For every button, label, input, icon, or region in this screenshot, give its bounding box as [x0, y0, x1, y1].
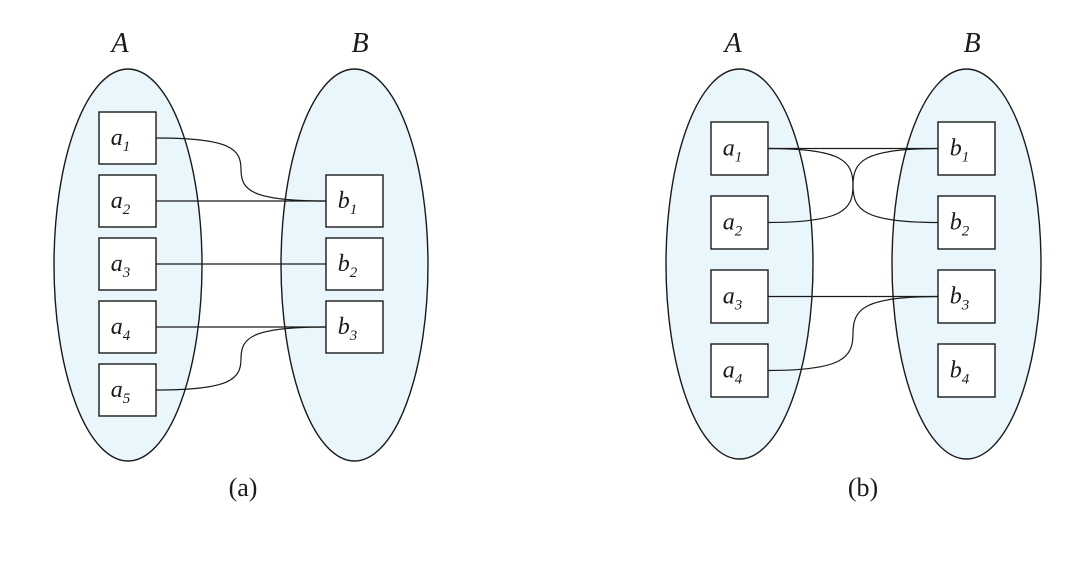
element-subscript: 3	[349, 328, 358, 344]
mapping-a4-b3	[767, 295, 939, 372]
element-a3: a3	[98, 237, 157, 291]
element-label: a2	[723, 210, 743, 240]
element-box	[325, 174, 384, 228]
element-base: a	[111, 377, 123, 403]
element-box	[937, 269, 996, 324]
element-subscript: 4	[735, 372, 743, 388]
element-box	[325, 237, 384, 291]
set-a-label: A	[722, 28, 742, 59]
element-b2: b2	[937, 195, 996, 250]
element-box	[325, 300, 384, 354]
element-base: a	[723, 136, 735, 162]
element-subscript: 1	[350, 202, 358, 218]
set-b-label: B	[351, 28, 368, 59]
element-subscript: 1	[123, 139, 131, 155]
element-base: a	[723, 210, 735, 236]
panel-caption: (b)	[848, 473, 878, 502]
element-box	[937, 121, 996, 176]
element-subscript: 1	[962, 150, 970, 166]
element-box	[710, 195, 769, 250]
element-label: a2	[111, 188, 131, 218]
element-base: b	[338, 251, 350, 277]
element-base: b	[950, 284, 962, 310]
element-label: b4	[950, 358, 970, 388]
element-a1: a1	[710, 121, 769, 176]
element-base: b	[950, 358, 962, 384]
element-box	[710, 269, 769, 324]
set-b-label: B	[963, 28, 980, 59]
element-label: a4	[111, 314, 131, 344]
element-box	[710, 343, 769, 398]
element-label: b2	[338, 251, 358, 281]
set-b-ellipse	[891, 68, 1042, 460]
element-b2: b2	[325, 237, 384, 291]
mapping-a5-b3	[155, 326, 327, 391]
panel-caption: (a)	[229, 473, 258, 502]
mapping-a1-b1	[155, 137, 327, 202]
element-label: b1	[338, 188, 358, 218]
element-label: b1	[950, 136, 970, 166]
element-label: a1	[723, 136, 743, 166]
element-base: b	[338, 188, 350, 214]
element-subscript: 3	[122, 265, 131, 281]
element-base: a	[111, 188, 123, 214]
element-base: a	[111, 125, 123, 151]
element-subscript: 1	[735, 150, 743, 166]
element-subscript: 3	[734, 298, 743, 314]
element-subscript: 3	[961, 298, 970, 314]
element-label: a4	[723, 358, 743, 388]
element-box	[98, 237, 157, 291]
element-label: a3	[723, 284, 743, 314]
element-a2: a2	[710, 195, 769, 250]
element-label: a1	[111, 125, 131, 155]
element-a4: a4	[98, 300, 157, 354]
element-box	[937, 195, 996, 250]
mapping-a2-b1	[767, 147, 939, 224]
element-subscript: 2	[350, 265, 358, 281]
set-a-label: A	[109, 28, 129, 59]
element-subscript: 4	[962, 372, 970, 388]
element-b3: b3	[937, 269, 996, 324]
element-label: a3	[111, 251, 131, 281]
element-label: b3	[338, 314, 358, 344]
element-label: a5	[111, 377, 131, 407]
element-a2: a2	[98, 174, 157, 228]
element-box	[98, 174, 157, 228]
element-box	[98, 300, 157, 354]
element-b4: b4	[937, 343, 996, 398]
element-b1: b1	[325, 174, 384, 228]
element-b1: b1	[937, 121, 996, 176]
element-a3: a3	[710, 269, 769, 324]
element-box	[710, 121, 769, 176]
element-a1: a1	[98, 111, 157, 165]
element-a5: a5	[98, 363, 157, 417]
element-base: b	[950, 136, 962, 162]
set-a-ellipse	[665, 68, 814, 460]
element-box	[98, 363, 157, 417]
element-box	[98, 111, 157, 165]
element-b3: b3	[325, 300, 384, 354]
element-subscript: 4	[123, 328, 131, 344]
element-base: a	[111, 314, 123, 340]
element-subscript: 5	[123, 391, 131, 407]
element-subscript: 2	[123, 202, 131, 218]
element-label: b3	[950, 284, 970, 314]
element-a4: a4	[710, 343, 769, 398]
element-base: a	[111, 251, 123, 277]
element-subscript: 2	[962, 224, 970, 240]
element-label: b2	[950, 210, 970, 240]
element-box	[937, 343, 996, 398]
element-base: b	[950, 210, 962, 236]
element-base: b	[338, 314, 350, 340]
element-subscript: 2	[735, 224, 743, 240]
element-base: a	[723, 284, 735, 310]
element-base: a	[723, 358, 735, 384]
